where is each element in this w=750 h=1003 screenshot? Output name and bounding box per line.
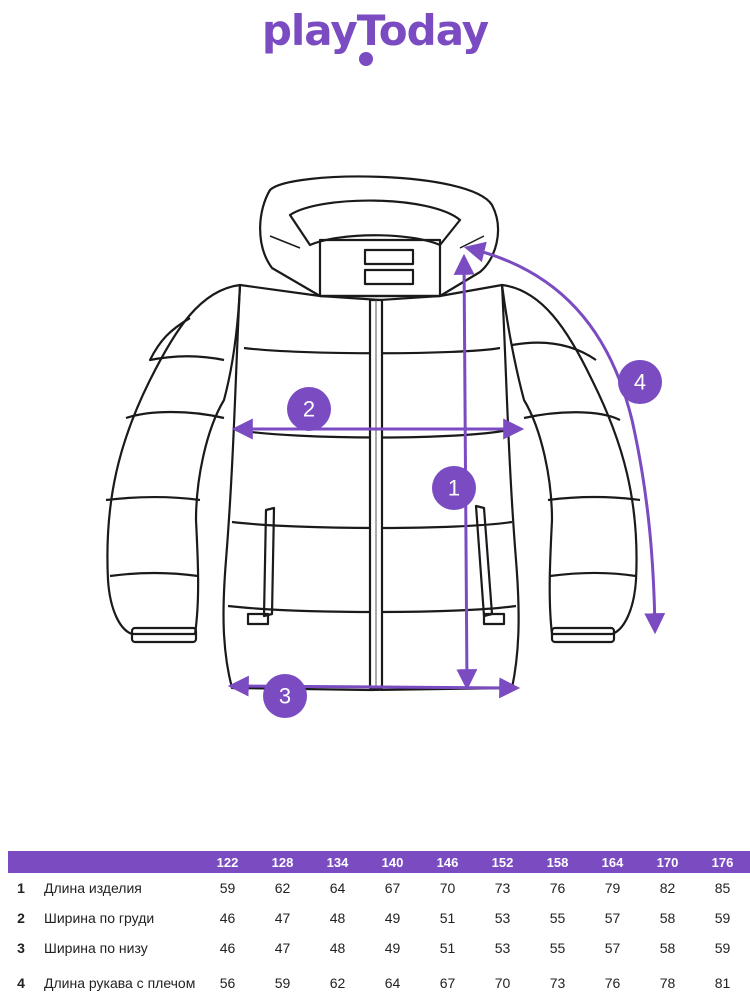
size-header: 170 <box>656 854 679 870</box>
hood <box>259 175 500 302</box>
measure-line-4-sleeve <box>463 241 666 635</box>
table-cell: 64 <box>329 880 346 896</box>
table-cell: 47 <box>274 910 291 926</box>
size-table: 122 128 134 140 146 152 158 164 170 176 … <box>8 851 750 1003</box>
table-cell: 49 <box>384 940 401 956</box>
table-cell: 62 <box>329 975 346 991</box>
size-header: 128 <box>271 854 294 870</box>
table-cell: 51 <box>439 940 456 956</box>
right-sleeve <box>500 283 638 636</box>
svg-text:3: 3 <box>279 684 291 709</box>
table-cell: 48 <box>329 940 346 956</box>
table-cell: 85 <box>714 880 731 896</box>
table-cell: 78 <box>659 975 676 991</box>
table-cell: 81 <box>714 975 731 991</box>
table-cell: 57 <box>604 910 621 926</box>
table-cell: 59 <box>274 975 291 991</box>
table-cell: 58 <box>659 940 676 956</box>
table-cell: 59 <box>714 910 731 926</box>
marker-1: 1 <box>432 466 476 510</box>
left-pocket-tab <box>246 612 270 626</box>
table-cell: 49 <box>384 910 401 926</box>
row-number: 1 <box>17 880 25 896</box>
table-cell: 70 <box>439 880 456 896</box>
right-pocket <box>474 504 494 618</box>
table-cell: 73 <box>549 975 566 991</box>
header-blank-label <box>34 851 200 873</box>
row-number: 4 <box>17 975 25 991</box>
left-sleeve <box>106 283 242 636</box>
table-cell: 56 <box>219 975 236 991</box>
size-header: 152 <box>491 854 514 870</box>
size-table-container: 122 128 134 140 146 152 158 164 170 176 … <box>8 851 750 1003</box>
table-cell: 55 <box>549 940 566 956</box>
table-row: 3 Ширина по низу 46 47 48 49 51 53 55 57… <box>8 933 750 963</box>
size-header: 140 <box>381 854 404 870</box>
table-cell: 64 <box>384 975 401 991</box>
table-cell: 53 <box>494 940 511 956</box>
size-header: 122 <box>216 854 239 870</box>
table-cell: 79 <box>604 880 621 896</box>
table-row: 1 Длина изделия 59 62 64 67 70 73 76 79 … <box>8 873 750 903</box>
logo-dot <box>359 52 373 66</box>
table-cell: 46 <box>219 940 236 956</box>
row-label: Ширина по груди <box>44 909 155 926</box>
table-cell: 51 <box>439 910 456 926</box>
svg-text:2: 2 <box>303 397 315 422</box>
header-blank <box>8 851 34 873</box>
marker-2: 2 <box>287 387 331 431</box>
table-cell: 82 <box>659 880 676 896</box>
measurement-lines <box>227 241 666 699</box>
size-header: 146 <box>436 854 459 870</box>
table-cell: 67 <box>384 880 401 896</box>
marker-4: 4 <box>618 360 662 404</box>
row-label: Длина изделия <box>44 879 142 896</box>
table-row: 2 Ширина по груди 46 47 48 49 51 53 55 5… <box>8 903 750 933</box>
collar-tab-bottom <box>363 268 415 286</box>
jacket-outline <box>105 175 641 692</box>
table-cell: 53 <box>494 910 511 926</box>
size-header: 176 <box>711 854 734 870</box>
size-header: 164 <box>601 854 624 870</box>
table-cell: 57 <box>604 940 621 956</box>
table-cell: 76 <box>549 880 566 896</box>
size-header-row: 122 128 134 140 146 152 158 164 170 176 <box>8 851 750 873</box>
table-cell: 76 <box>604 975 621 991</box>
table-cell: 55 <box>549 910 566 926</box>
row-label: Ширина по низу <box>44 939 148 956</box>
collar <box>318 238 442 298</box>
collar-tab-top <box>363 248 415 266</box>
table-cell: 46 <box>219 910 236 926</box>
svg-text:4: 4 <box>634 370 646 395</box>
left-cuff <box>130 626 198 644</box>
table-cell: 59 <box>714 940 731 956</box>
jacket-measurement-diagram: 1 2 3 4 <box>105 175 666 718</box>
left-pocket <box>262 506 276 618</box>
table-cell: 48 <box>329 910 346 926</box>
row-label: Длина рукава с плечом <box>44 974 196 991</box>
row-number: 2 <box>17 910 25 926</box>
table-cell: 73 <box>494 880 511 896</box>
table-cell: 62 <box>274 880 291 896</box>
table-cell: 58 <box>659 910 676 926</box>
size-header: 134 <box>326 854 349 870</box>
table-cell: 70 <box>494 975 511 991</box>
table-row: 4 Длина рукава с плечом 56 59 62 64 67 7… <box>8 963 750 1003</box>
hood-inner <box>288 199 462 247</box>
row-number: 3 <box>17 940 25 956</box>
size-header: 158 <box>546 854 569 870</box>
marker-3: 3 <box>263 674 307 718</box>
table-cell: 47 <box>274 940 291 956</box>
table-cell: 67 <box>439 975 456 991</box>
svg-text:1: 1 <box>448 476 460 501</box>
brand-logo: playToday <box>261 6 489 55</box>
table-cell: 59 <box>219 880 236 896</box>
